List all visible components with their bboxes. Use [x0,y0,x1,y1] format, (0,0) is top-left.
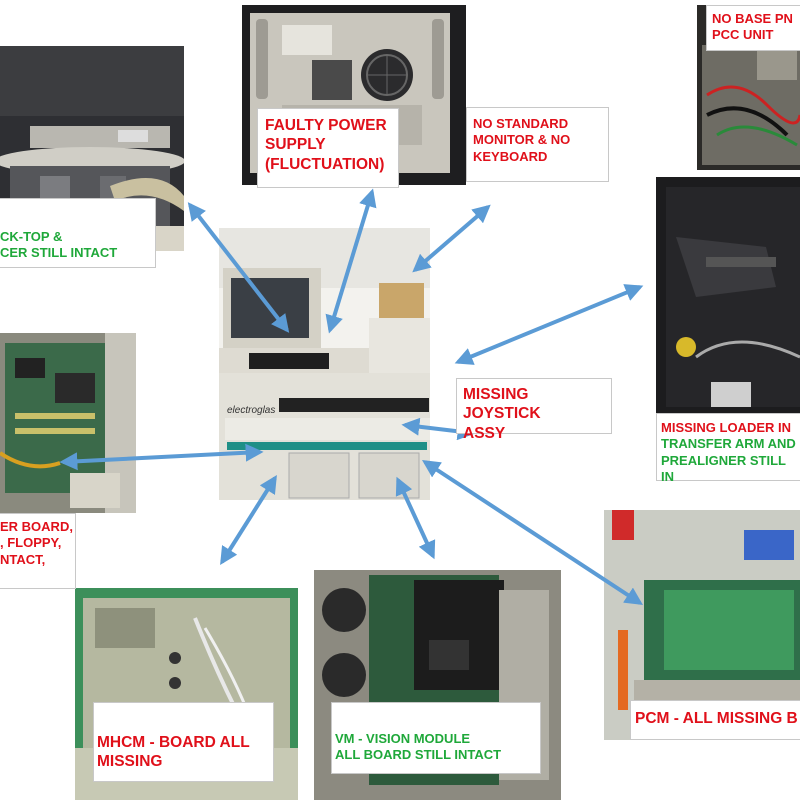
label-mhcm: MHCM - BOARD ALL MISSING [93,702,274,782]
loader-photo [656,177,800,417]
label-loader: MISSING LOADER IN TRANSFER ARM AND PREAL… [656,413,800,484]
computer-board-photo [0,333,136,513]
label-power-supply: FAULTY POWER SUPPLY (FLUCTUATION) [257,108,399,188]
label-joystick: MISSING JOYSTICK ASSY [456,378,612,442]
brand-logo: electroglas [227,405,276,416]
prober-machine-photo: electroglas [219,228,430,500]
label-no-monitor: NO STANDARD MONITOR & NO KEYBOARD [466,107,609,182]
label-pcm: PCM - ALL MISSING B [630,700,800,740]
label-pcc-unit: NO BASE PN PCC UNIT [706,5,800,51]
label-chuck-top: CK-TOP & CER STILL INTACT [0,198,156,268]
arrow-loader [454,284,644,365]
label-computer-board: ER BOARD, , FLOPPY, NTACT, [0,513,76,589]
label-vm: VM - VISION MODULE ALL BOARD STILL INTAC… [331,702,541,774]
